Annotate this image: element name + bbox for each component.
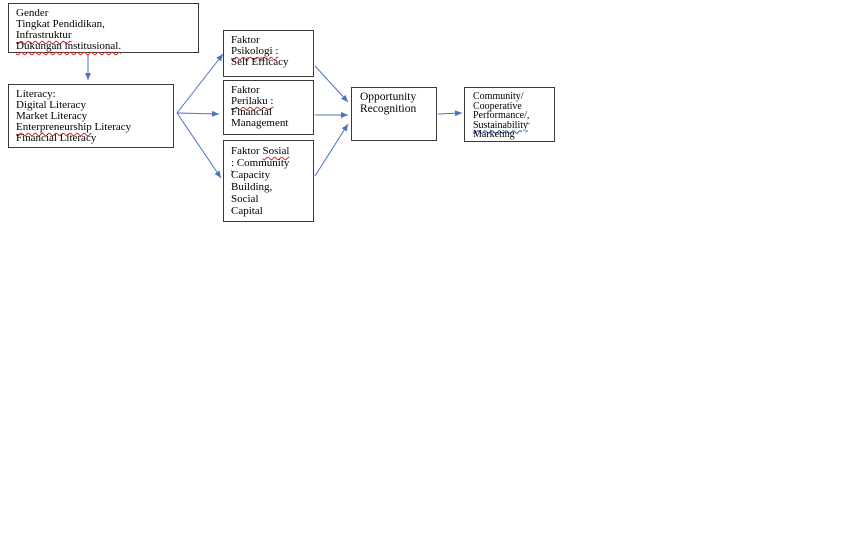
arrow-literacy-to-perilaku: [176, 110, 220, 117]
arrow-sosial-to-opportunity: [314, 123, 349, 177]
literacy-box: Literacy: Digital Literacy Market Litera…: [8, 84, 174, 148]
outcome-line-community: Community/: [473, 91, 524, 102]
sosial-word: Sosial: [262, 145, 290, 157]
perilaku-colon: :: [267, 95, 274, 107]
context-box: Gender Tingkat Pendidikan, Infrastruktur…: [8, 3, 199, 53]
literacy-enterpreneurship-word: Enterpreneurship: [16, 121, 92, 133]
literacy-financial: Financial Literacy: [16, 132, 97, 144]
arrow-literacy-to-psikologi: [176, 53, 224, 114]
sosial-line-building: Building,: [231, 181, 273, 193]
faktor-perilaku-box: Faktor Perilaku : Financial Management: [223, 80, 314, 135]
sosial-line-community: Community: [236, 157, 290, 169]
context-line-dukungan: Dukungan institusional.: [16, 40, 122, 52]
opportunity-recognition-box: Opportunity Recognition: [351, 87, 437, 141]
perilaku-word: Perilaku: [231, 95, 268, 107]
psikologi-colon: :: [272, 45, 279, 57]
sosial-line-social: Social: [231, 193, 259, 205]
faktor-sosial-box: Faktor Sosial : Community Capacity Build…: [223, 140, 314, 222]
sosial-line-capital: Capital: [231, 205, 263, 217]
outcome-line-cooperative: Cooperative: [473, 100, 522, 112]
literacy-market: Market Literacy: [16, 110, 88, 122]
arrow-literacy-to-sosial: [176, 112, 222, 179]
outcome-comma: ,: [526, 110, 530, 121]
psikologi-word: Psikologi: [231, 45, 273, 57]
context-line-infrastruktur: Infrastruktur: [16, 29, 72, 41]
literacy-enterpreneurship-suffix: Literacy: [94, 121, 132, 133]
outcome-line-sustainability: Sustainability: [473, 119, 528, 131]
sosial-line-faktor: Faktor: [231, 145, 260, 157]
outcome-line-marketing: Marketing: [473, 129, 515, 140]
opportunity-line-2: Recognition: [360, 102, 417, 115]
perilaku-line-management: Management: [231, 117, 289, 129]
context-line-pendidikan: Tingkat Pendidikan,: [16, 18, 105, 30]
context-line-gender: Gender: [16, 7, 49, 19]
opportunity-line-1: Opportunity: [360, 91, 417, 103]
psikologi-line-self-efficacy: Self Efficacy: [231, 56, 289, 68]
psikologi-line-faktor: Faktor: [231, 34, 260, 46]
outcome-box: Community/ Cooperative Performance/, Sus…: [464, 87, 555, 142]
literacy-digital: Digital Literacy: [16, 99, 86, 111]
faktor-psikologi-box: Faktor Psikologi : Self Efficacy: [223, 30, 314, 77]
outcome-line-performance: Performance/: [473, 110, 527, 121]
sosial-line-capacity: Capacity: [231, 169, 271, 181]
arrow-psikologi-to-opportunity: [314, 65, 349, 103]
arrow-opportunity-to-outcome: [437, 110, 463, 117]
literacy-title: Literacy:: [16, 88, 56, 100]
sosial-colon: :: [231, 157, 235, 169]
perilaku-line-financial: Financial: [231, 106, 272, 118]
perilaku-line-faktor: Faktor: [231, 84, 260, 96]
